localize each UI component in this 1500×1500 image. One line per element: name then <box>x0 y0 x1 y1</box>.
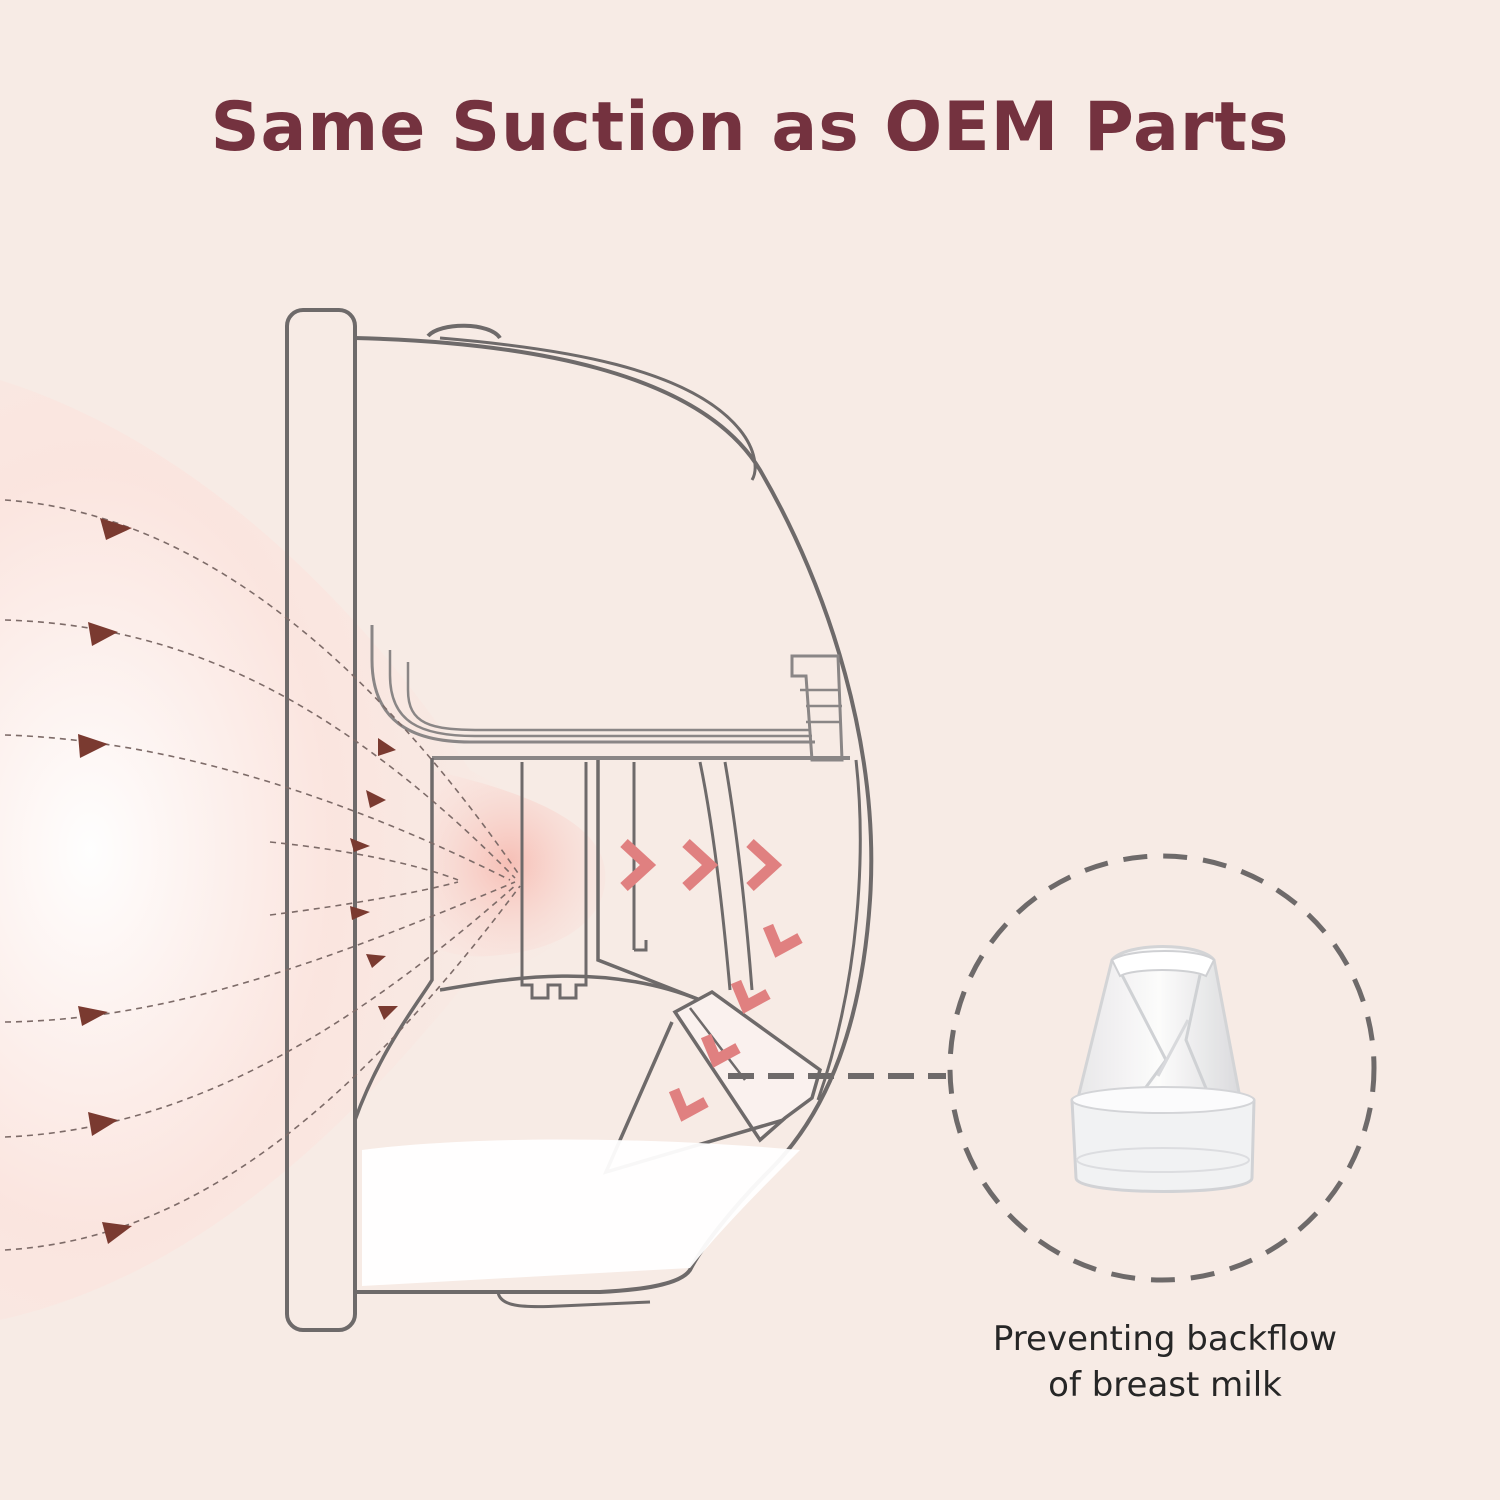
housing-top-ridge <box>439 336 757 481</box>
valve-in-chamber <box>672 989 823 1143</box>
milk-fill <box>362 1139 800 1286</box>
inner-chamber-curve-2 <box>388 650 812 738</box>
page-title: Same Suction as OEM Parts <box>210 88 1290 167</box>
breast-glow <box>0 380 600 1320</box>
flange-rim <box>285 308 357 1332</box>
detail-circle <box>947 853 1377 1283</box>
dashed-triangle-arrow-icon <box>78 518 398 1244</box>
inner-chamber-curve-3 <box>406 662 810 732</box>
milk-chamber <box>353 758 434 1121</box>
valve-caption: Preventing backflow of breast milk <box>940 1316 1390 1408</box>
caption-line-1: Preventing backflow <box>992 1319 1338 1359</box>
milk-chamber-inner-wall <box>596 760 701 1002</box>
inner-chamber-curve <box>370 625 815 744</box>
nipple-area <box>430 770 606 957</box>
bottom-foot <box>496 1291 651 1309</box>
chevron-right-icon <box>620 838 803 1122</box>
side-latch <box>790 654 844 762</box>
top-button <box>426 323 502 340</box>
duckbill-valve-icon <box>1070 945 1256 1193</box>
suction-arrows <box>4 499 521 1251</box>
caption-line-2: of breast milk <box>1048 1365 1282 1405</box>
connector-tube <box>520 762 588 1000</box>
